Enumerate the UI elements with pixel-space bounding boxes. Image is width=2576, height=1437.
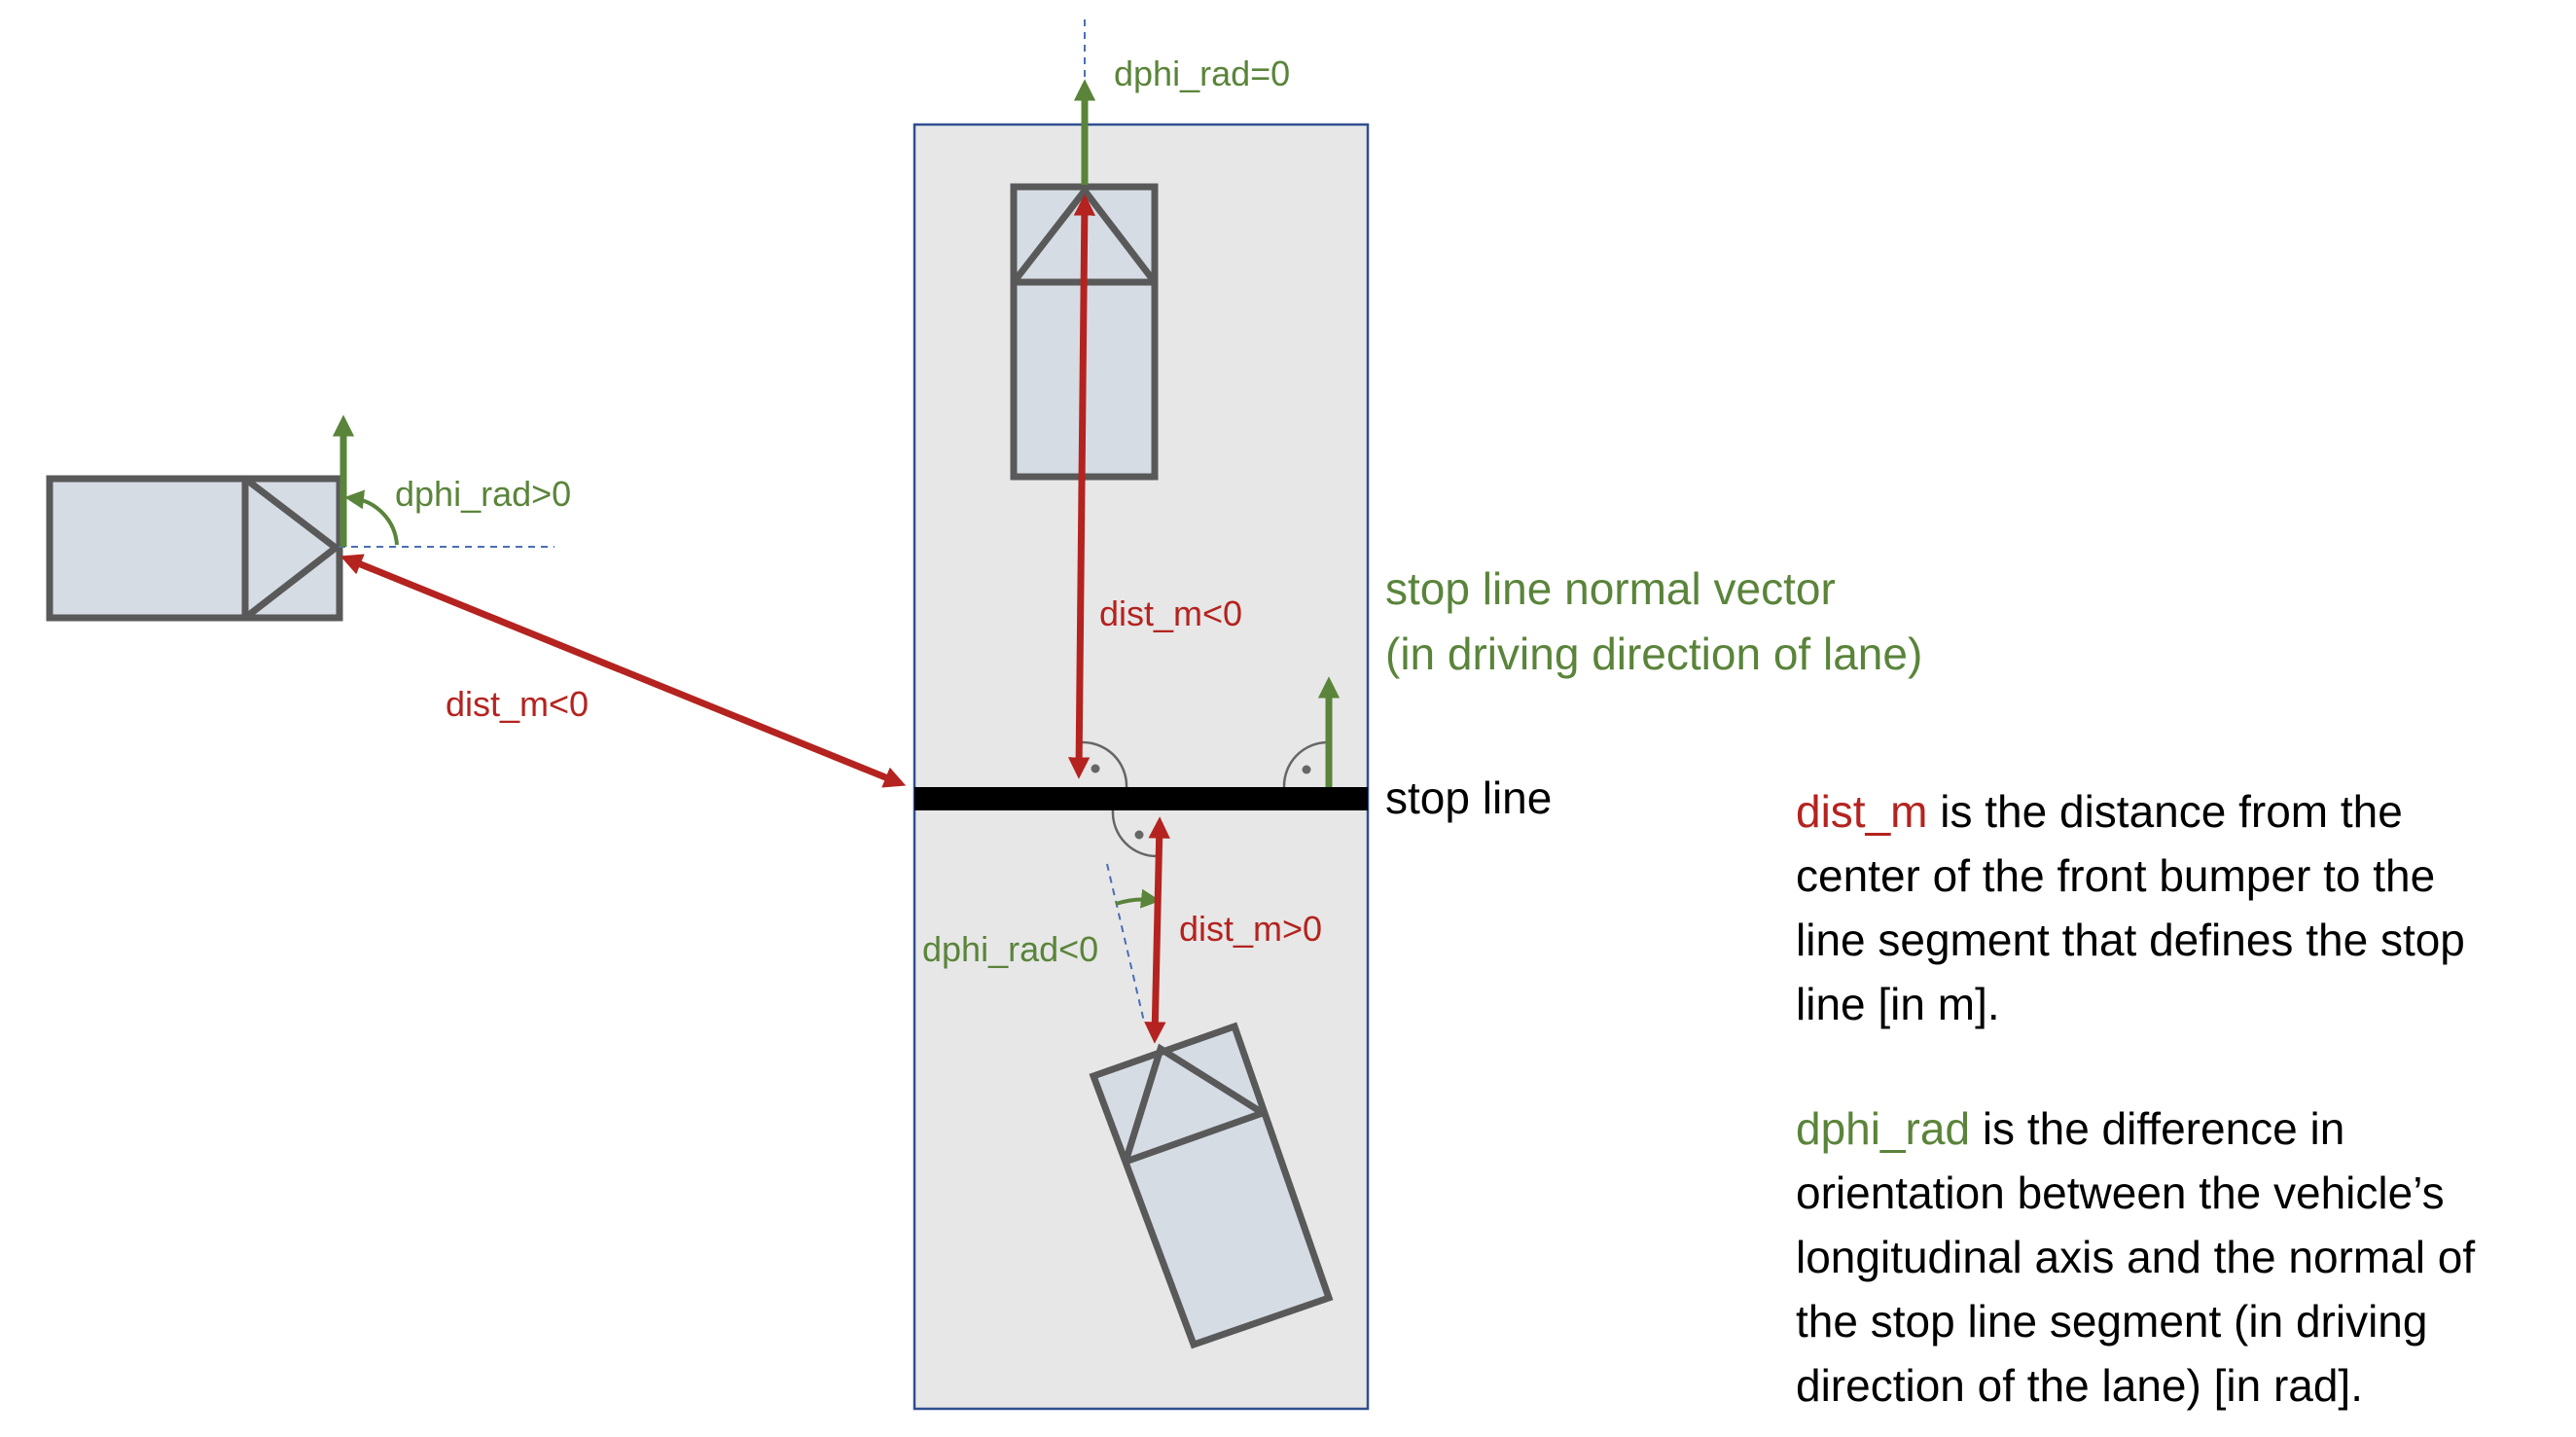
explanation-dphi-line-3: longitudinal axis and the normal of — [1796, 1232, 2476, 1282]
label-dist-top: dist_m<0 — [1099, 593, 1242, 633]
dphi-term: dphi_rad — [1796, 1103, 1971, 1154]
explanation-dist-line-1: dist_m is the distance from the — [1796, 779, 2564, 844]
dphi-line-1-text: is the difference in — [1970, 1103, 2345, 1154]
stop-line — [914, 787, 1368, 810]
label-dphi-top: dphi_rad=0 — [1114, 54, 1290, 93]
dist-term: dist_m — [1796, 786, 1928, 837]
label-dphi-left: dphi_rad>0 — [395, 474, 571, 514]
explanation-dist-line-2: center of the front bumper to the — [1796, 850, 2436, 901]
explanation-dist: dist_m is the distance from the center o… — [1796, 779, 2564, 1036]
bottom-axis-dashed — [1106, 863, 1145, 1023]
dphi-left-angle-arc — [344, 489, 399, 546]
dist-left-arrow — [340, 554, 907, 788]
label-stop-line: stop line — [1385, 772, 1552, 823]
explanation-dphi: dphi_rad is the difference in orientatio… — [1796, 1096, 2564, 1418]
vehicle-left — [46, 475, 343, 622]
explanation-dphi-line-1: dphi_rad is the difference in — [1796, 1096, 2564, 1161]
explanation-dphi-line-2: orientation between the vehicle’s — [1796, 1168, 2445, 1218]
vehicle-bottom — [1089, 1022, 1334, 1349]
label-dist-bottom: dist_m>0 — [1179, 909, 1322, 949]
explanation-dphi-line-4: the stop line segment (in driving — [1796, 1296, 2428, 1347]
explanation-dist-line-4: line [in m]. — [1796, 979, 2000, 1029]
label-dist-left: dist_m<0 — [446, 684, 589, 724]
explanation-dist-line-3: line segment that defines the stop — [1796, 915, 2465, 965]
label-normal-vector-2: (in driving direction of lane) — [1385, 629, 1922, 679]
right-angle-markers — [1080, 740, 1329, 858]
explanation-dphi-line-5: direction of the lane) [in rad]. — [1796, 1360, 2363, 1411]
dist-bottom-arrow — [1144, 816, 1170, 1044]
dist-top-arrow — [1067, 194, 1096, 779]
dist-line-1-text: is the distance from the — [1927, 786, 2403, 837]
label-dphi-bottom: dphi_rad<0 — [922, 929, 1098, 969]
label-normal-vector-1: stop line normal vector — [1385, 563, 1836, 614]
